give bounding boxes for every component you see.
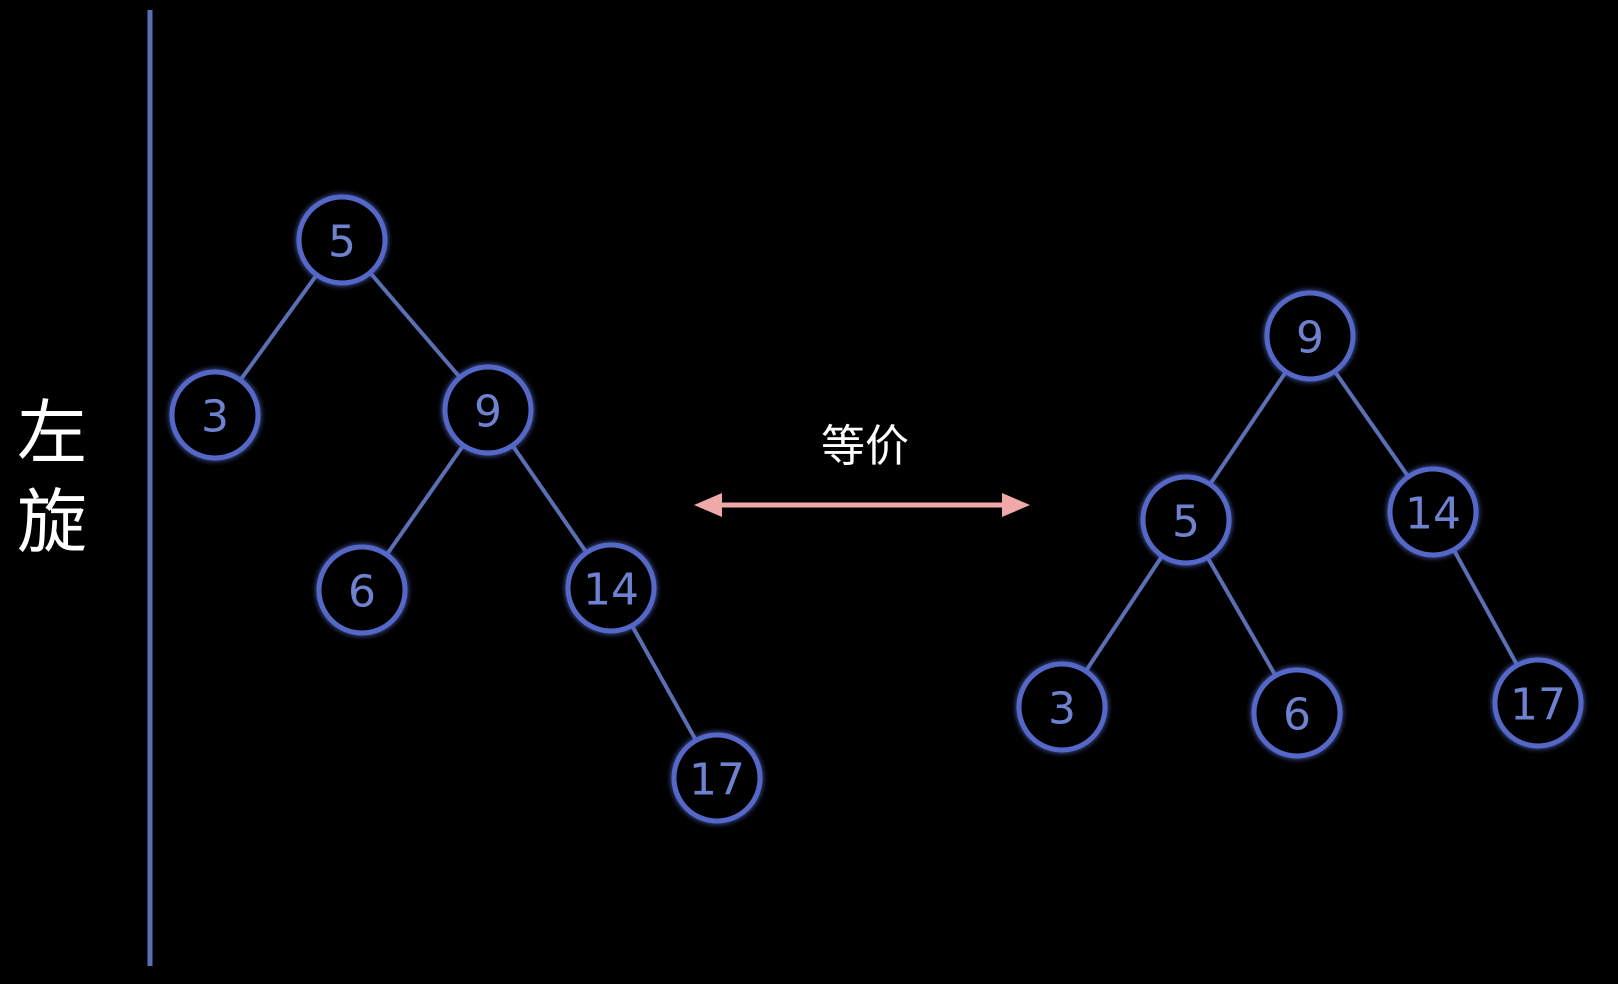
node-label: 14 [1405,489,1461,540]
tree-before: 5 3 9 6 14 17 [169,194,763,824]
tree-node: 3 [169,369,261,461]
tree-edge [510,444,589,554]
node-circle [1140,474,1232,566]
tree-node: 9 [1264,290,1356,382]
node-label: 3 [1048,684,1076,735]
tree-node: 17 [1492,657,1584,749]
tree-after: 9 5 14 3 6 17 [1016,290,1584,759]
tree-edge [385,444,465,556]
tree-node: 6 [316,544,408,636]
node-label: 5 [328,217,356,268]
node-circle [1264,290,1356,382]
node-circle [671,732,763,824]
node-circle [1251,667,1343,759]
tree-node: 6 [1251,667,1343,759]
node-circle [169,369,261,461]
node-label: 9 [474,387,502,438]
tree-node: 9 [442,364,534,456]
arrow-head-right [1002,493,1030,517]
node-label: 14 [583,565,639,616]
node-label: 5 [1172,497,1200,548]
double-arrow-icon [694,493,1030,517]
tree-node: 14 [565,542,657,634]
tree-edge [1332,370,1411,478]
tree-edge [368,271,462,379]
node-label: 17 [689,755,745,806]
tree-node: 14 [1387,466,1479,558]
node-circle [296,194,388,286]
node-label: 6 [348,567,376,618]
side-title-char: 旋 [17,481,87,563]
node-label: 17 [1510,680,1566,731]
tree-edge [1451,548,1520,667]
node-label: 6 [1283,690,1311,741]
node-circle [565,542,657,634]
node-circle [442,364,534,456]
tree-edge [238,273,319,382]
tree-node: 17 [671,732,763,824]
tree-node: 5 [296,194,388,286]
tree-edge [1208,370,1288,486]
tree-edge [630,624,698,742]
node-circle [316,544,408,636]
node-circle [1016,661,1108,753]
tree-node: 5 [1140,474,1232,566]
tree-node: 3 [1016,661,1108,753]
relation-label: 等价 [821,421,909,472]
tree-layer: 5 3 9 6 14 17 9 5 14 3 6 17 [169,194,1584,824]
side-title-char: 左 [17,392,87,474]
arrow-head-left [694,493,722,517]
node-label: 3 [201,392,229,443]
tree-edge [1205,556,1278,677]
node-circle [1492,657,1584,749]
node-label: 9 [1296,313,1324,364]
node-circle [1387,466,1479,558]
tree-edge [1084,554,1164,673]
